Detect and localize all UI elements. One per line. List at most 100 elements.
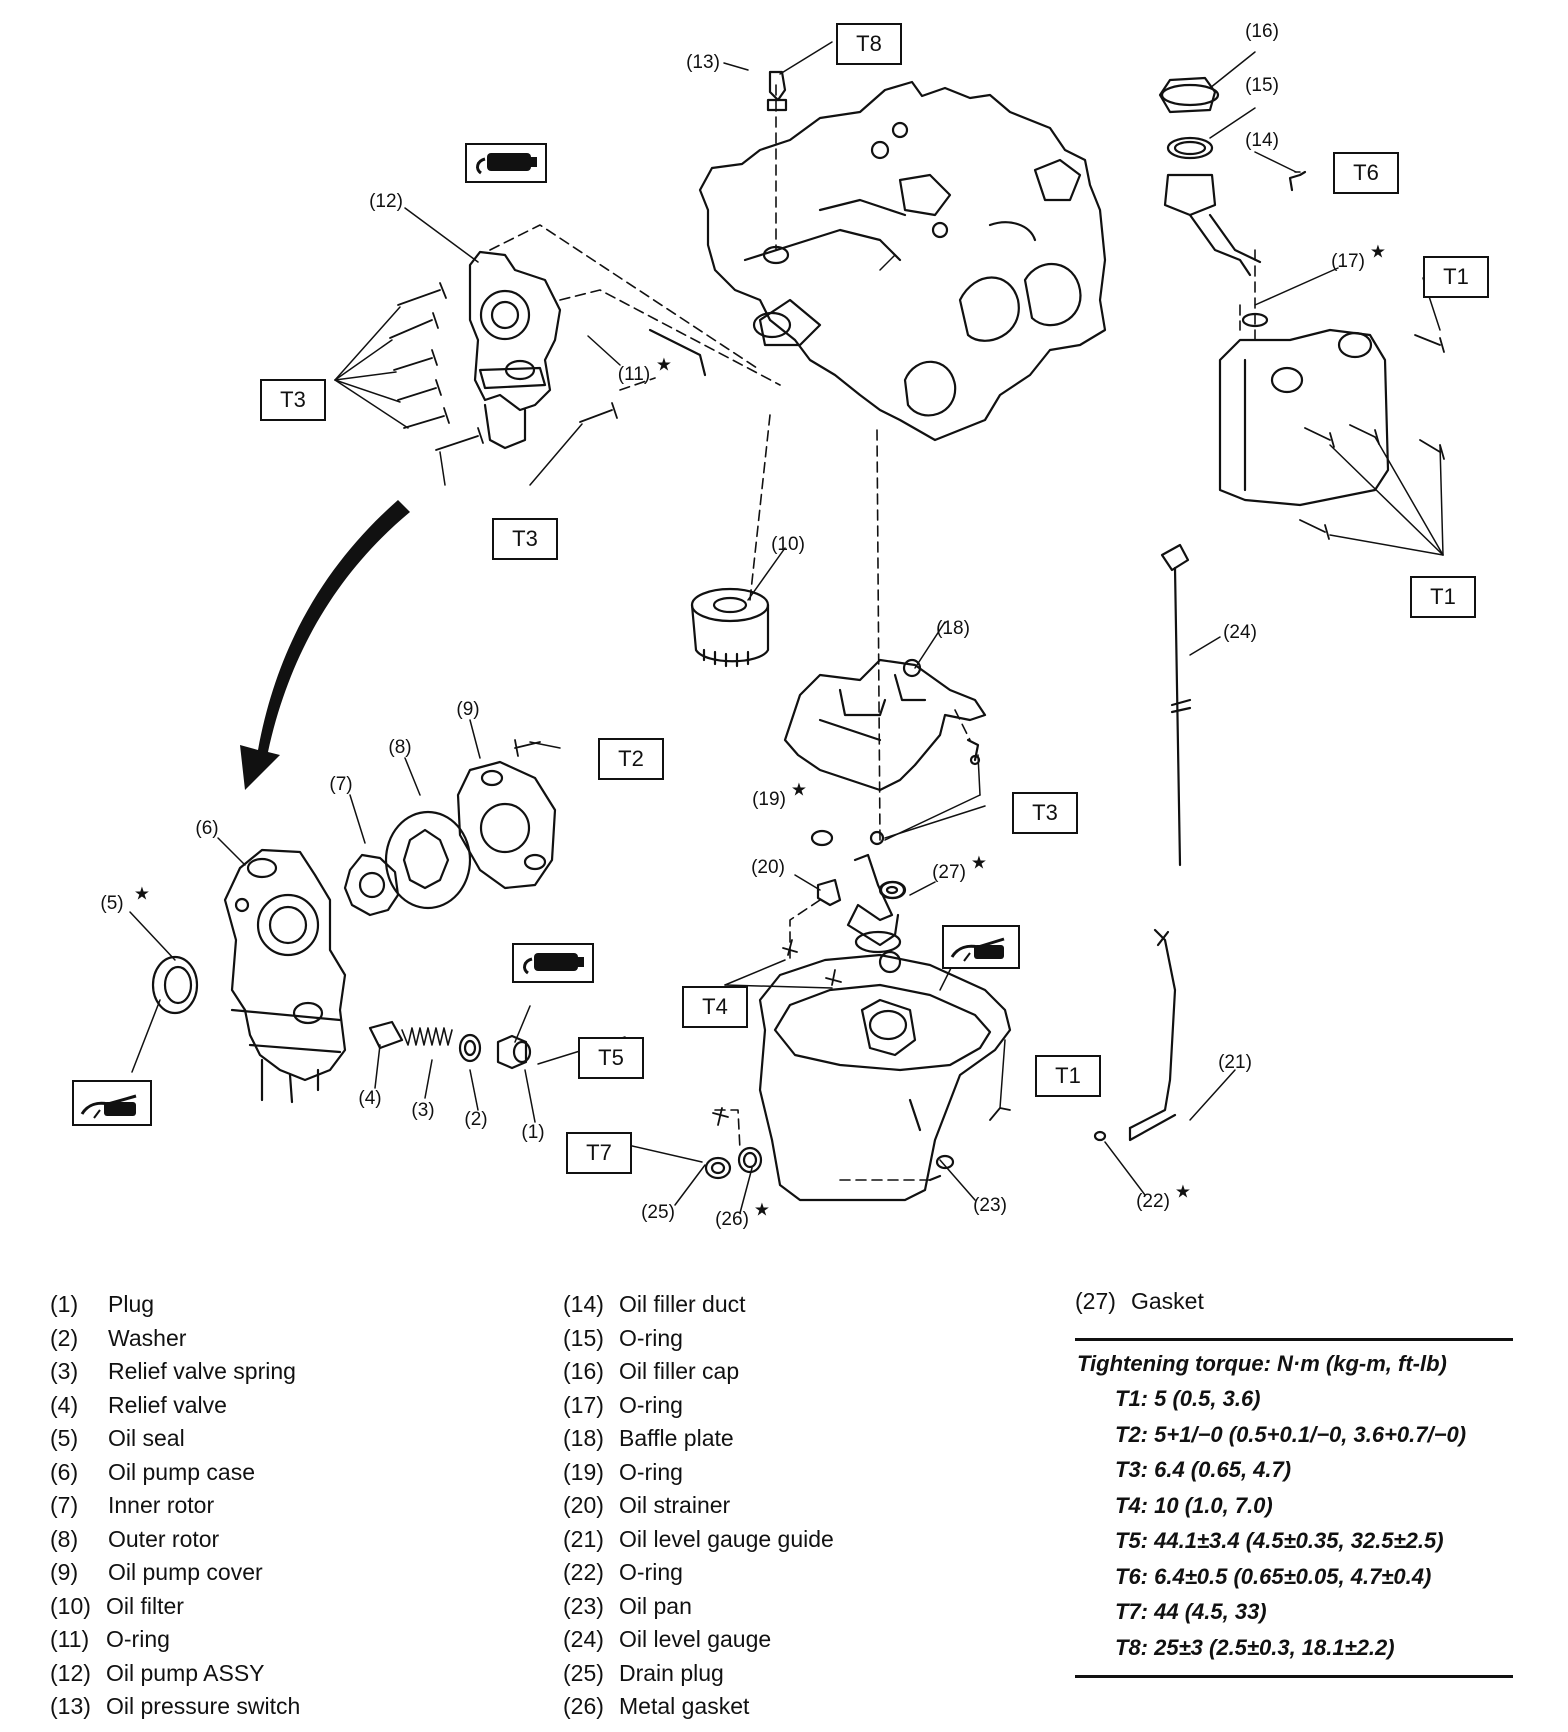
callout-24: (24)	[1223, 622, 1257, 643]
legend-part-name: O-ring	[619, 1559, 683, 1585]
legend-item: (7)Inner rotor	[50, 1489, 300, 1523]
legend-part-name: Oil pressure switch	[106, 1693, 301, 1719]
torque-box-t1-top: T1	[1423, 256, 1489, 298]
legend-part-name: Oil level gauge	[619, 1626, 772, 1652]
star-icon: ★	[753, 1199, 771, 1220]
oil-level-gauge-guide	[1093, 928, 1177, 1142]
legend-item: (21)Oil level gauge guide	[563, 1523, 834, 1557]
oil-seal	[151, 955, 199, 1015]
legend-item: (1)Plug	[50, 1288, 300, 1322]
callout-22: (22)	[1136, 1191, 1170, 1212]
star-icon: ★	[655, 354, 673, 375]
callout-3: (3)	[411, 1100, 435, 1121]
legend-number: (19)	[563, 1458, 604, 1485]
torque-spec-line: T5: 44.1±3.4 (4.5±0.35, 32.5±2.5)	[1115, 1528, 1444, 1553]
legend-number: (24)	[563, 1626, 604, 1652]
legend-number: (16)	[563, 1358, 604, 1384]
legend-item: (23)Oil pan	[563, 1590, 834, 1624]
legend-part-name: Oil strainer	[619, 1492, 731, 1518]
legend-number: (17)	[563, 1391, 604, 1418]
callout-15: (15)	[1245, 75, 1279, 96]
plug	[496, 1034, 532, 1070]
legend-item: (20)Oil strainer	[563, 1489, 834, 1523]
legend-item: (3)Relief valve spring	[50, 1355, 300, 1389]
legend-number: (12)	[50, 1659, 91, 1686]
legend-part-name: Relief valve spring	[108, 1358, 296, 1384]
legend-number: (26)	[563, 1693, 604, 1719]
legend-number: (1)	[50, 1291, 79, 1317]
torque-box-t6: T6	[1333, 152, 1399, 194]
legend-number: (10)	[50, 1592, 91, 1619]
cover-bolts	[1299, 334, 1445, 540]
legend-item: (26) Metal gasket	[563, 1690, 834, 1724]
torque-box-t4: T4	[682, 986, 748, 1028]
exploded-parts-diagram	[129, 41, 1445, 1214]
legend-item: (5)Oil seal	[50, 1422, 300, 1456]
torque-spec-title: Tightening torque: N·m (kg-m, ft-lb)	[1077, 1351, 1447, 1376]
legend-number: (9)	[50, 1559, 79, 1585]
legend-number: (22)	[563, 1559, 604, 1585]
callout-25: (25)	[641, 1202, 675, 1223]
inner-rotor	[343, 853, 400, 917]
legend-part-name: Oil pump ASSY	[106, 1659, 265, 1686]
torque-spec-line: T8: 25±3 (2.5±0.3, 18.1±2.2)	[1115, 1634, 1395, 1660]
torque-spec-lines: T1: 5 (0.5, 3.6)T2: 5+1/−0 (0.5+0.1/−0, …	[1075, 1381, 1513, 1665]
parts-legend-col-1: (1)Plug(2)Washer(3)Relief valve spring(4…	[50, 1288, 300, 1724]
callout-8: (8)	[388, 737, 412, 758]
legend-item: (8)Outer rotor	[50, 1523, 300, 1557]
oil-pump-assy	[468, 250, 562, 450]
torque-spec-line: T1: 5 (0.5, 3.6)	[1115, 1386, 1261, 1411]
pump-bolts	[389, 282, 618, 451]
legend-item: (9) Oil pump cover	[50, 1556, 300, 1590]
metal-gasket	[737, 1146, 763, 1174]
star-icon: ★	[790, 779, 808, 800]
legend-item: (13) Oil pressure switch	[50, 1690, 300, 1724]
callout-13: (13)	[686, 52, 720, 73]
legend-item: (11)O-ring	[50, 1623, 300, 1657]
legend-part-name: Metal gasket	[619, 1693, 750, 1719]
legend-item: (12) Oil pump ASSY	[50, 1657, 300, 1691]
star-icon: ★	[970, 852, 988, 873]
legend-item: (19)O-ring	[563, 1456, 834, 1490]
star-icon: ★	[1369, 241, 1387, 262]
legend-part-name: Oil filler duct	[619, 1291, 746, 1317]
legend-part-name: Oil pump cover	[108, 1559, 263, 1585]
legend-part-name: Oil pan	[619, 1592, 692, 1619]
legend-part-name: Gasket	[1131, 1288, 1204, 1314]
o-ring-19	[810, 829, 834, 847]
relief-valve-spring	[401, 1027, 453, 1046]
relief-valve	[368, 1020, 404, 1050]
gasket-27	[879, 880, 907, 900]
legend-number: (21)	[563, 1525, 604, 1552]
callout-12: (12)	[369, 191, 403, 212]
legend-part-name: Oil filter	[106, 1592, 184, 1619]
callout-26: (26)	[715, 1209, 749, 1230]
torque-box-t3-left: T3	[260, 379, 326, 421]
torque-box-t7: T7	[566, 1132, 632, 1174]
legend-number: (25)	[563, 1659, 604, 1686]
oil-strainer	[816, 853, 906, 954]
star-icon: ★	[1174, 1181, 1192, 1202]
legend-number: (4)	[50, 1391, 79, 1418]
legend-number: (5)	[50, 1425, 79, 1451]
callout-19: (19)	[752, 789, 786, 810]
legend-item: (27)Gasket	[1075, 1285, 1204, 1319]
callout-14: (14)	[1245, 130, 1279, 151]
oil-can-icon	[72, 1080, 152, 1126]
legend-item: (6)Oil pump case	[50, 1456, 300, 1490]
torque-box-t2: T2	[598, 738, 664, 780]
callout-18: (18)	[936, 618, 970, 639]
torque-spec-line: T3: 6.4 (0.65, 4.7)	[1115, 1457, 1292, 1482]
torque-box-t1-right: T1	[1410, 576, 1476, 618]
oil-pressure-switch	[762, 70, 790, 265]
callout-17: (17)	[1331, 251, 1365, 272]
callout-10: (10)	[771, 534, 805, 555]
legend-number: (13)	[50, 1693, 91, 1719]
assembly-arrow	[240, 500, 410, 790]
callout-11: (11)	[617, 364, 651, 385]
torque-box-t3-baffle: T3	[1012, 792, 1078, 834]
torque-spec-panel: Tightening torque: N·m (kg-m, ft-lb) T1:…	[1075, 1338, 1513, 1678]
leader-lines	[129, 41, 1444, 1214]
callout-4: (4)	[358, 1088, 382, 1109]
legend-part-name: Washer	[108, 1324, 187, 1351]
